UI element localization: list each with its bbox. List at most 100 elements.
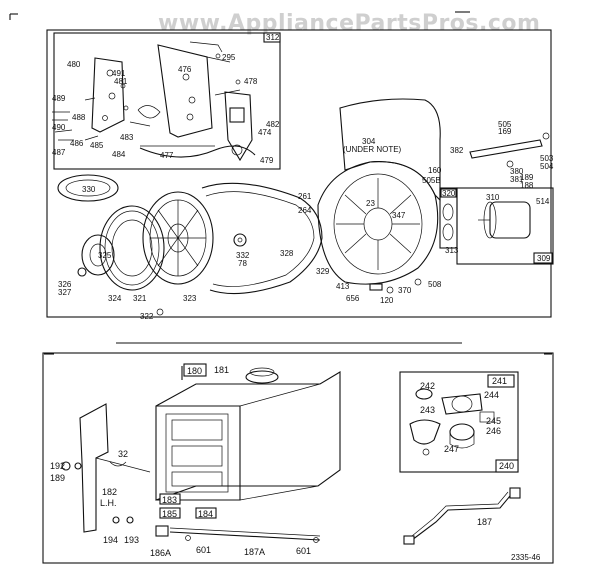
box-185-label: 185 [162,509,177,519]
part-295: 295 [222,53,236,62]
part-508: 508 [428,280,442,289]
part-504: 504 [540,162,554,171]
part-601-right: 601 [296,546,311,556]
part-32: 32 [118,449,128,459]
part-261: 261 [298,192,312,201]
part-491: 491 [112,69,126,78]
part-326: 326 [58,280,72,289]
shroud-note-304: 304(UNDER NOTE) [343,137,402,154]
part-186a: 186A [150,548,171,558]
figure-code: 2335-46 [511,553,541,562]
part-490: 490 [52,123,66,132]
part-169: 169 [498,127,512,136]
part-182: 182 [102,487,117,497]
part-lh: L.H. [100,498,117,508]
part-488: 488 [72,113,86,122]
lower-panel: 180 181 183 185 184 192 189 32 182 L.H. … [42,352,554,564]
part-474: 474 [258,128,272,137]
fuel-bowl [409,419,441,445]
part-483: 483 [120,133,134,142]
part-23: 23 [366,199,375,208]
part-481: 481 [114,77,128,86]
part-243: 243 [420,405,435,415]
fuel-line-187a [169,531,321,541]
ring-gear [57,174,119,202]
tank-bracket-lh [79,403,109,533]
kit-309-label: 309 [537,254,551,263]
part-487: 487 [52,148,66,157]
part-370: 370 [398,286,412,295]
pulley [142,191,214,285]
watermark: www.AppliancePartsPros.com [158,11,540,36]
part-347: 347 [392,211,406,220]
upper-panel: 312 480 481 488 491 490 489 487 [46,29,554,321]
part-327: 327 [58,288,72,297]
rotating-screen [99,205,165,291]
part-323: 323 [183,294,197,303]
part-313: 313 [445,246,459,255]
blower-shroud [339,98,441,202]
part-413: 413 [336,282,350,291]
part-264: 264 [298,206,312,215]
part-188: 188 [520,181,534,190]
part-477: 477 [160,151,174,160]
part-244: 244 [484,390,499,400]
part-656: 656 [346,294,360,303]
part-325: 325 [98,251,112,260]
fuel-line-187 [411,495,511,541]
part-601-left: 601 [196,545,211,555]
fuel-cap [245,370,279,384]
part-160: 160 [428,166,442,175]
part-181: 181 [214,365,229,375]
fuel-tank [155,371,341,501]
box-241-label: 241 [492,376,507,386]
part-194: 194 [103,535,118,545]
part-330: 330 [82,185,96,194]
part-484: 484 [112,150,126,159]
part-332: 332 [236,251,250,260]
part-489: 489 [52,94,66,103]
part-514: 514 [536,197,550,206]
part-321: 321 [133,294,147,303]
part-192: 192 [50,461,65,471]
part-189: 189 [520,173,534,182]
box-312-label: 312 [266,33,280,42]
part-505: 505 [498,120,512,129]
drive-belt [201,182,323,295]
part-505b: 505B [422,176,441,185]
box-180-label: 180 [187,366,202,376]
part-482: 482 [266,120,280,129]
part-381: 381 [510,175,524,184]
part-187: 187 [477,517,492,527]
part-310: 310 [486,193,500,202]
part-478: 478 [244,77,258,86]
part-245: 245 [486,416,501,426]
part-246: 246 [486,426,501,436]
box-184-label: 184 [198,509,213,519]
part-193: 193 [124,535,139,545]
part-480: 480 [67,60,81,69]
part-503: 503 [540,154,554,163]
part-479: 479 [260,156,274,165]
box-312-part-labels: 480 481 488 491 490 489 487 486 485 484 … [52,53,280,165]
part-120: 120 [380,296,394,305]
part-189: 189 [50,473,65,483]
part-322: 322 [140,312,154,321]
part-380: 380 [510,167,524,176]
box-240-label: 240 [499,461,514,471]
box-183-label: 183 [162,495,177,505]
part-187a: 187A [244,547,265,557]
part-382: 382 [450,146,464,155]
part-485: 485 [90,141,104,150]
part-476: 476 [178,65,192,74]
part-324: 324 [108,294,122,303]
part-328: 328 [280,249,294,258]
part-486: 486 [70,139,84,148]
part-242: 242 [420,381,435,391]
part-247: 247 [444,444,459,454]
part-329: 329 [316,267,330,276]
part-78: 78 [238,259,247,268]
kit-320-label: 320 [442,189,456,198]
